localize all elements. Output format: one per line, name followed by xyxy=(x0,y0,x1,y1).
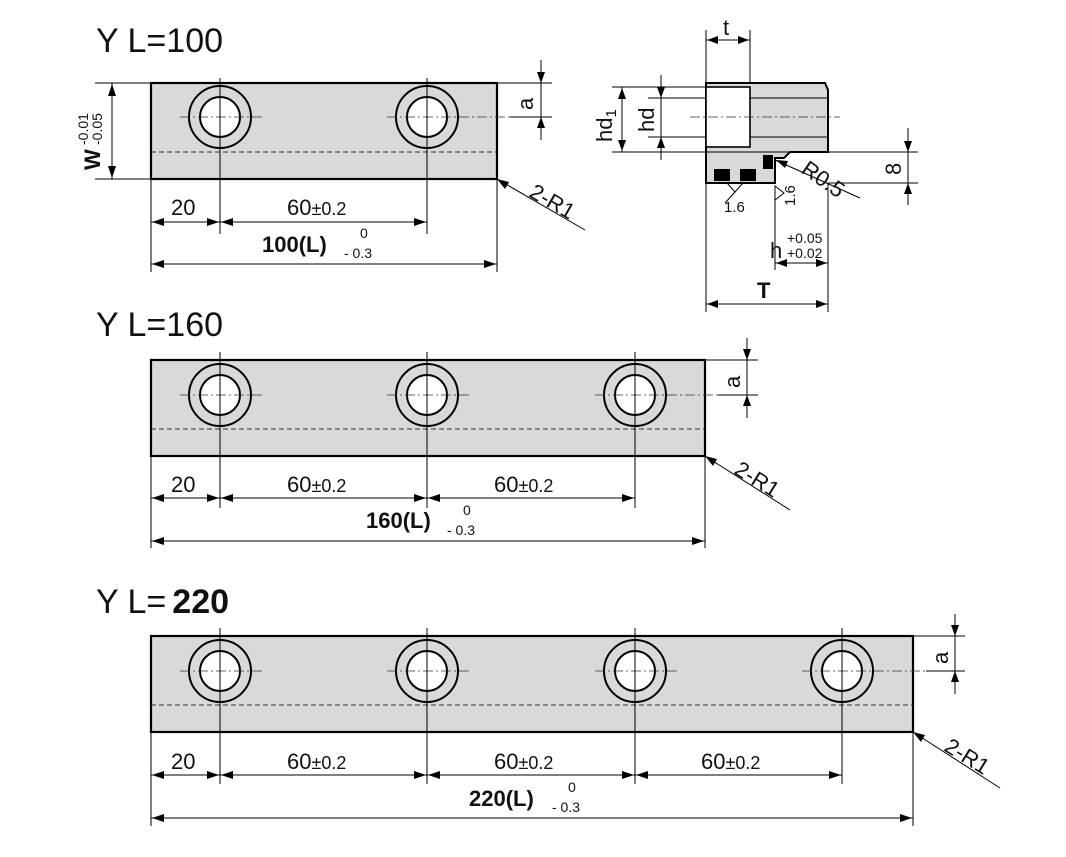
section-t-label: t xyxy=(723,15,729,40)
view-l160-title: Y L=160 xyxy=(96,306,223,344)
view-l160-pitch-2: 60±0.2 xyxy=(494,472,553,497)
view-l160-hole-2 xyxy=(387,352,469,508)
section-roughness-2: 1.6 xyxy=(782,185,799,206)
view-l220: Y L=220 xyxy=(96,583,1001,826)
view-l100-a-label: a xyxy=(513,97,538,110)
view-l160-pitch-1: 60±0.2 xyxy=(287,472,346,497)
view-l220-first-pitch: 20 xyxy=(171,749,195,774)
section-h-label: h xyxy=(770,238,782,263)
section-r-label: R0.5 xyxy=(797,156,849,203)
view-l220-pitch-1: 60±0.2 xyxy=(287,749,346,774)
view-l220-radius-label: 2-R1 xyxy=(940,733,994,779)
section-8-label: 8 xyxy=(881,163,906,175)
view-l160-hole-3 xyxy=(595,352,718,508)
svg-text:-0.05: -0.05 xyxy=(89,113,105,145)
view-l220-hole-3 xyxy=(595,628,677,784)
section-hd1-label: hd1 xyxy=(592,109,620,142)
view-l100-hole-2 xyxy=(387,78,510,234)
view-l160-tol-upper: 0 xyxy=(463,502,471,518)
view-l160-tol-lower: - 0.3 xyxy=(447,522,475,538)
view-l160: Y L=160 a 2-R1 xyxy=(96,306,791,548)
view-l220-pitch-3: 60±0.2 xyxy=(701,749,760,774)
view-l160-first-pitch: 20 xyxy=(171,472,195,497)
view-l220-hole-4 xyxy=(802,628,926,784)
section-T-label: T xyxy=(757,278,771,303)
view-l220-a-label: a xyxy=(928,651,953,664)
view-l100-pitch-1: 60±0.2 xyxy=(287,195,346,220)
view-l100-length: 100(L) xyxy=(262,232,327,257)
view-l100-tol-lower: - 0.3 xyxy=(344,245,372,261)
svg-text:W: W xyxy=(80,149,105,170)
section-h-tol-lower: +0.02 xyxy=(787,245,823,261)
view-l100-tol-upper: 0 xyxy=(360,225,368,241)
view-l100-hole-1 xyxy=(180,78,262,234)
view-l220-tol-upper: 0 xyxy=(568,779,576,795)
view-l100-title: Y L=100 xyxy=(96,22,223,60)
view-l220-hole-2 xyxy=(387,628,469,784)
view-l160-radius-label: 2-R1 xyxy=(730,456,784,502)
view-l100-radius-label: 2-R1 xyxy=(526,179,580,224)
section-roughness-1: 1.6 xyxy=(724,199,745,216)
svg-text:-0.01: -0.01 xyxy=(75,113,91,145)
view-l220-plate xyxy=(149,634,915,734)
view-l220-title: Y L=220 xyxy=(96,583,229,621)
view-l160-hole-1 xyxy=(180,352,262,508)
view-l160-length: 160(L) xyxy=(366,508,431,533)
width-tolerance-label: W -0.01 -0.05 xyxy=(75,113,105,170)
section-hd-label: hd xyxy=(634,108,659,132)
view-l220-tol-lower: - 0.3 xyxy=(552,799,580,815)
view-l100: Y L=100 W -0.01 -0.05 xyxy=(75,22,586,272)
section-view: t hd1 hd 8 R0.5 1.6 1.6 xyxy=(592,15,918,312)
view-l160-a-label: a xyxy=(720,375,745,388)
view-l220-pitch-2: 60±0.2 xyxy=(494,749,553,774)
view-l100-first-pitch: 20 xyxy=(171,195,195,220)
section-h-tol-upper: +0.05 xyxy=(787,230,823,246)
view-l220-hole-1 xyxy=(180,628,262,784)
view-l220-length: 220(L) xyxy=(469,786,534,811)
